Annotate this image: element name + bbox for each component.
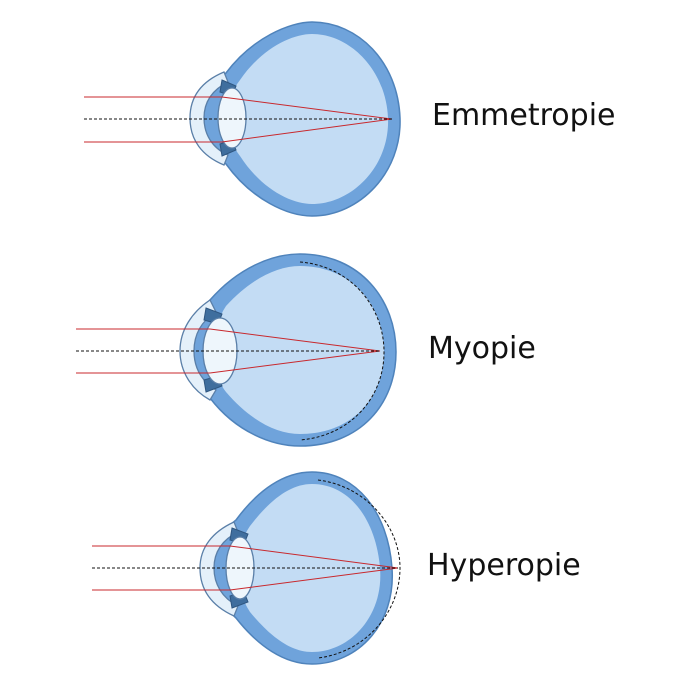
- label-emmetropie: Emmetropie: [432, 98, 616, 133]
- vitreous-body: [228, 34, 389, 204]
- refracted-ray-bottom: [229, 567, 399, 591]
- refracted-ray-bottom: [221, 118, 393, 143]
- label-myopie: Myopie: [428, 331, 536, 366]
- label-hyperopie: Hyperopie: [427, 548, 581, 583]
- refracted-ray-top: [229, 545, 399, 569]
- eye-myopie: [76, 253, 397, 447]
- lens: [217, 87, 247, 149]
- refracted-ray-top: [209, 328, 381, 352]
- vitreous-body: [214, 266, 384, 434]
- eye-emmetropie: [84, 21, 401, 217]
- normal-eye-outline: [317, 479, 401, 659]
- cornea: [179, 299, 217, 401]
- refracted-ray-top: [221, 96, 393, 120]
- refracted-ray-bottom: [209, 350, 381, 374]
- eye-hyperopie: [92, 471, 401, 665]
- normal-eye-outline: [299, 261, 385, 441]
